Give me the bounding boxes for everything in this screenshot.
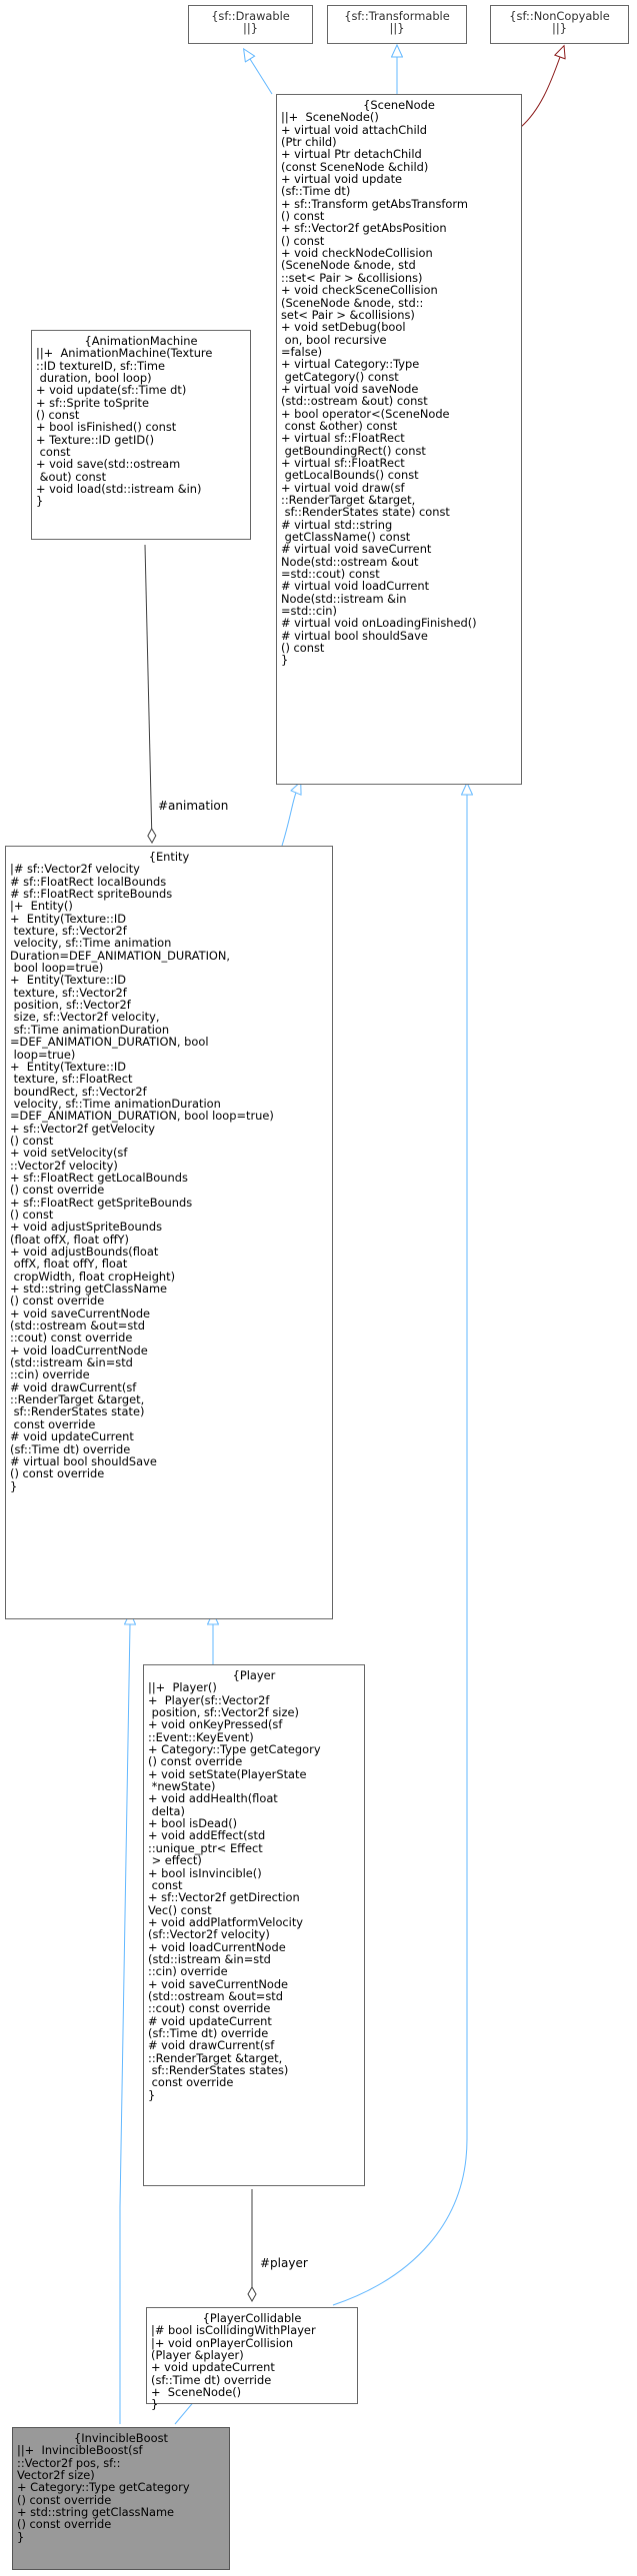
class-members: ||}: [243, 21, 258, 36]
edge-playercollidable-scenenode: [332, 795, 467, 2306]
class-title: {Entity: [148, 850, 190, 864]
edge-scenenode-drawable: [250, 59, 273, 95]
class-title: {PlayerCollidable: [202, 2311, 302, 2325]
class-node-sf-noncopyable[interactable]: {sf::NonCopyable ||}: [490, 5, 629, 44]
class-node-playercollidable[interactable]: {PlayerCollidable |# bool isCollidingWit…: [146, 2307, 358, 2411]
class-node-sf-drawable[interactable]: {sf::Drawable ||}: [188, 5, 313, 44]
class-node-scenenode[interactable]: {SceneNode ||+ SceneNode() + virtual voi…: [276, 94, 522, 785]
class-members: |# bool isCollidingWithPlayer |+ void on…: [151, 2323, 316, 2412]
class-node-invincibleboost[interactable]: {InvincibleBoost ||+ InvincibleBoost(sf …: [12, 2427, 230, 2570]
class-node-sf-transformable[interactable]: {sf::Transformable ||}: [327, 5, 467, 44]
class-title: {sf::Drawable: [211, 9, 290, 23]
class-title: {InvincibleBoost: [74, 2431, 168, 2445]
class-title: {SceneNode: [363, 98, 435, 112]
label-animation: #animation: [158, 799, 228, 813]
class-members: ||}: [552, 21, 567, 36]
class-members: ||}: [389, 21, 405, 36]
class-title: {Player: [232, 1668, 276, 1682]
class-title: {AnimationMachine: [84, 334, 198, 348]
class-members: ||+ SceneNode() + virtual void attachChi…: [281, 110, 477, 668]
class-members: ||+ Player() + Player(sf::Vector2f posit…: [148, 1680, 321, 2102]
class-members: ||+ InvincibleBoost(sf ::Vector2f pos, s…: [17, 2443, 190, 2544]
class-node-entity[interactable]: {Entity |# sf::Vector2f velocity # sf::F…: [5, 846, 333, 1619]
class-title: {sf::NonCopyable: [509, 9, 610, 23]
class-members: ||+ AnimationMachine(Texture ::ID textur…: [36, 346, 213, 509]
edge-entity-scenenode: [281, 793, 296, 847]
edge-entity-animationmachine: [144, 544, 157, 845]
label-player: #player: [260, 2256, 308, 2270]
class-node-animationmachine[interactable]: {AnimationMachine ||+ AnimationMachine(T…: [31, 330, 251, 540]
edge-scenenode-noncopyable: [520, 57, 560, 128]
class-title: {sf::Transformable: [344, 9, 450, 23]
class-members: |# sf::Vector2f velocity # sf::FloatRect…: [10, 862, 274, 1493]
edge-invincibleboost-entity: [119, 1624, 130, 2424]
class-node-player[interactable]: {Player ||+ Player() + Player(sf::Vector…: [143, 1664, 365, 2186]
